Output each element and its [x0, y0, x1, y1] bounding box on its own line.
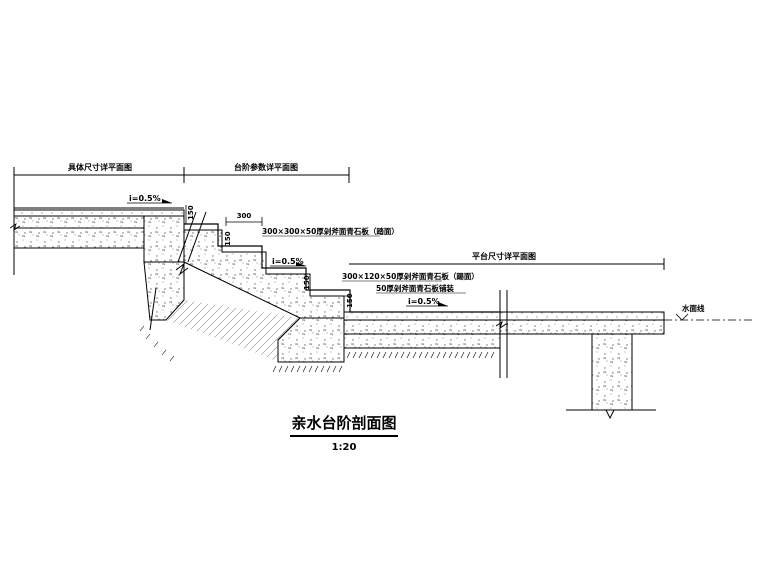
riser-label-1: 150 [187, 205, 195, 220]
scale-text: 1:20 [332, 442, 357, 453]
mid-slope: i=0.5% [270, 257, 306, 267]
platform-slope-label: i=0.5% [408, 297, 440, 306]
mid-slope-label: i=0.5% [272, 257, 304, 266]
ground-hatch [139, 325, 495, 373]
platform-span-label: 平台尺寸详平面图 [472, 251, 536, 261]
riser-label-3: 150 [303, 275, 311, 290]
water-line-label: 水面线 [682, 303, 705, 313]
stair [149, 211, 500, 363]
left-span-label: 具体尺寸详平面图 [68, 162, 132, 172]
title-text: 亲水台阶剖面图 [291, 414, 396, 432]
platform-slope: i=0.5% [406, 297, 448, 307]
top-dimension: 具体尺寸详平面图 台阶参数详平面图 [13, 162, 350, 183]
paving-note: 50厚剁斧面青石板铺装 [376, 283, 454, 293]
water-line: 水面线 [664, 303, 752, 321]
step-width-label: 300 [237, 212, 252, 220]
tread-upper-note: 300×300×50厚剁斧面青石板（踏面） [262, 226, 399, 236]
drawing-title: 亲水台阶剖面图 1:20 [290, 414, 398, 453]
top-slope: i=0.5% [127, 194, 172, 204]
riser-label-2: 150 [224, 231, 232, 246]
platform [343, 290, 665, 420]
middle-span-label: 台阶参数详平面图 [234, 162, 298, 172]
annotations: 300×300×50厚剁斧面青石板（踏面） 300×120×50厚剁斧面青石板（… [262, 226, 479, 294]
tread-lower-note: 300×120×50厚剁斧面青石板（踢面） [342, 271, 479, 281]
top-slope-label: i=0.5% [129, 194, 161, 203]
riser-label-4: 150 [346, 293, 354, 308]
step-width-dim: 300 [225, 212, 263, 226]
platform-dimension: 平台尺寸详平面图 [349, 251, 665, 270]
